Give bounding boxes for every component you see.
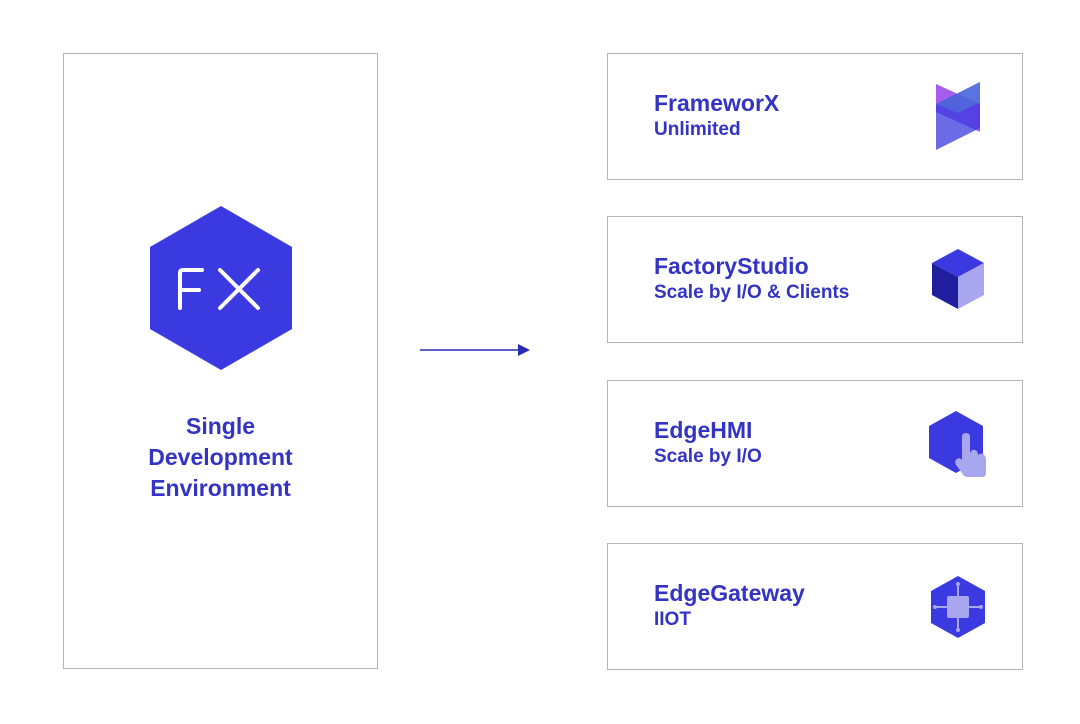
label-line-3: Environment bbox=[150, 475, 291, 501]
touch-hand-icon bbox=[929, 411, 986, 477]
product-subtitle: Scale by I/O & Clients bbox=[654, 282, 850, 303]
right-arrow-icon bbox=[420, 344, 530, 356]
chip-icon bbox=[931, 576, 985, 638]
product-card-frameworx: FrameworX Unlimited bbox=[607, 53, 1023, 180]
product-title: FrameworX bbox=[654, 90, 780, 116]
label-line-1: Single bbox=[185, 413, 255, 439]
product-subtitle: Unlimited bbox=[654, 119, 741, 140]
framework-layers-icon bbox=[936, 82, 980, 150]
product-title: EdgeGateway bbox=[654, 580, 805, 606]
product-subtitle: Scale by I/O bbox=[654, 446, 762, 467]
product-title: EdgeHMI bbox=[654, 417, 753, 443]
product-card-edgegateway: EdgeGateway IIOT bbox=[607, 543, 1023, 670]
development-environment-panel: Single Development Environment bbox=[63, 53, 378, 669]
product-card-edgehmi: EdgeHMI Scale by I/O bbox=[607, 380, 1023, 507]
fx-logo-icon bbox=[150, 206, 292, 370]
product-title: FactoryStudio bbox=[654, 253, 809, 279]
label-line-2: Development bbox=[148, 444, 293, 470]
development-environment-label: Single Development Environment bbox=[64, 411, 377, 504]
product-card-factorystudio: FactoryStudio Scale by I/O & Clients bbox=[607, 216, 1023, 343]
product-subtitle: IIOT bbox=[654, 609, 691, 630]
cube-icon bbox=[932, 249, 984, 309]
